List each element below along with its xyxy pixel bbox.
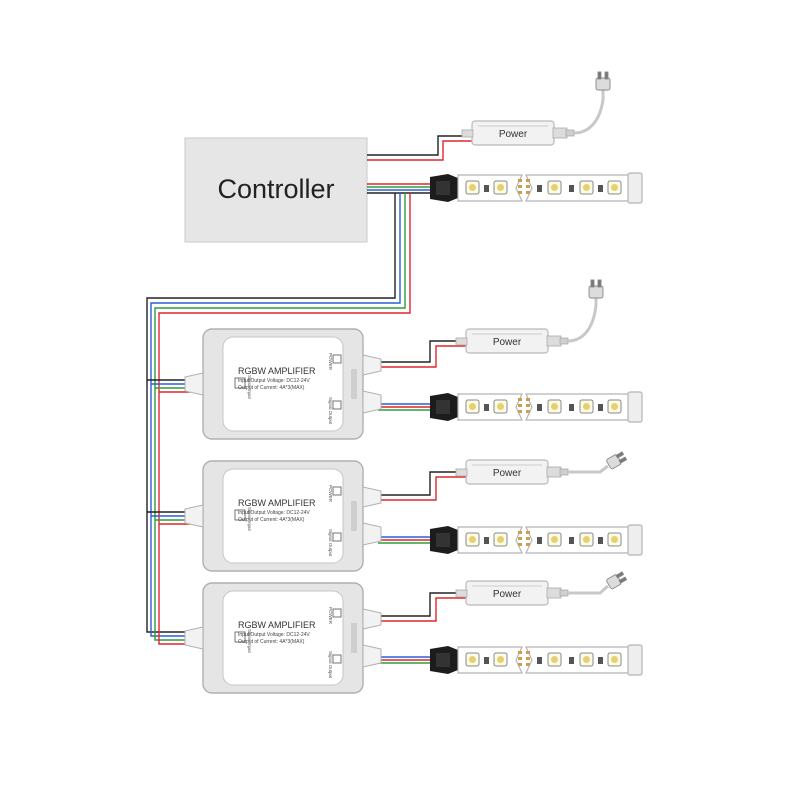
amp-spec-voltage: Input/Output Voltage: DC12-24V	[238, 510, 310, 516]
power-supply-4: Power	[455, 580, 569, 606]
dc-plug-icon	[588, 279, 604, 299]
amp-port-input: Signal Input	[247, 375, 252, 400]
amp-port-input: Signal Input	[247, 629, 252, 654]
controller-box: Controller	[184, 137, 368, 243]
power-supply-3: Power	[455, 459, 569, 485]
amp-port-power: POWER	[328, 485, 333, 503]
amp-title: RGBW AMPLIFIER	[238, 498, 316, 508]
amp-port-output: Signal Output	[328, 651, 333, 679]
rgbw-amplifier-1: RGBW AMPLIFIER Input/Output Voltage: DC1…	[184, 328, 382, 440]
wiring	[146, 135, 472, 664]
power-label: Power	[493, 589, 522, 600]
amp-spec-voltage: Input/Output Voltage: DC12-24V	[238, 632, 310, 638]
dc-plug-icon	[606, 451, 628, 470]
power-label: Power	[493, 337, 522, 348]
amp-spec-current: Output of Current: 4A*3(MAX)	[238, 385, 305, 391]
amp-spec-voltage: Input/Output Voltage: DC12-24V	[238, 378, 310, 384]
amp-spec-current: Output of Current: 4A*3(MAX)	[238, 639, 305, 645]
power-label: Power	[493, 468, 522, 479]
amp-title: RGBW AMPLIFIER	[238, 366, 316, 376]
amp-port-power: POWER	[328, 353, 333, 371]
led-strip-3	[429, 524, 643, 556]
power-supply-2: Power	[455, 328, 569, 354]
power-supply-1: Power	[461, 120, 575, 146]
amp-port-output: Signal Output	[328, 529, 333, 557]
dc-plug-icon	[606, 571, 628, 590]
amp-title: RGBW AMPLIFIER	[238, 620, 316, 630]
amp-port-power: POWER	[328, 607, 333, 625]
amp-port-output: Signal Output	[328, 397, 333, 425]
power-label: Power	[499, 129, 528, 140]
led-strip-4	[429, 644, 643, 676]
led-strip-1	[429, 172, 643, 204]
amp-port-input: Signal Input	[247, 507, 252, 532]
dc-plug-icons	[588, 71, 628, 590]
controller-label: Controller	[217, 174, 334, 204]
led-strip-2	[429, 391, 643, 423]
ac-cords	[567, 88, 609, 595]
dc-plug-icon	[595, 71, 611, 91]
rgbw-amplifier-2: RGBW AMPLIFIER Input/Output Voltage: DC1…	[184, 460, 382, 572]
rgbw-amplifier-3: RGBW AMPLIFIER Input/Output Voltage: DC1…	[184, 582, 382, 694]
amp-spec-current: Output of Current: 4A*3(MAX)	[238, 517, 305, 523]
